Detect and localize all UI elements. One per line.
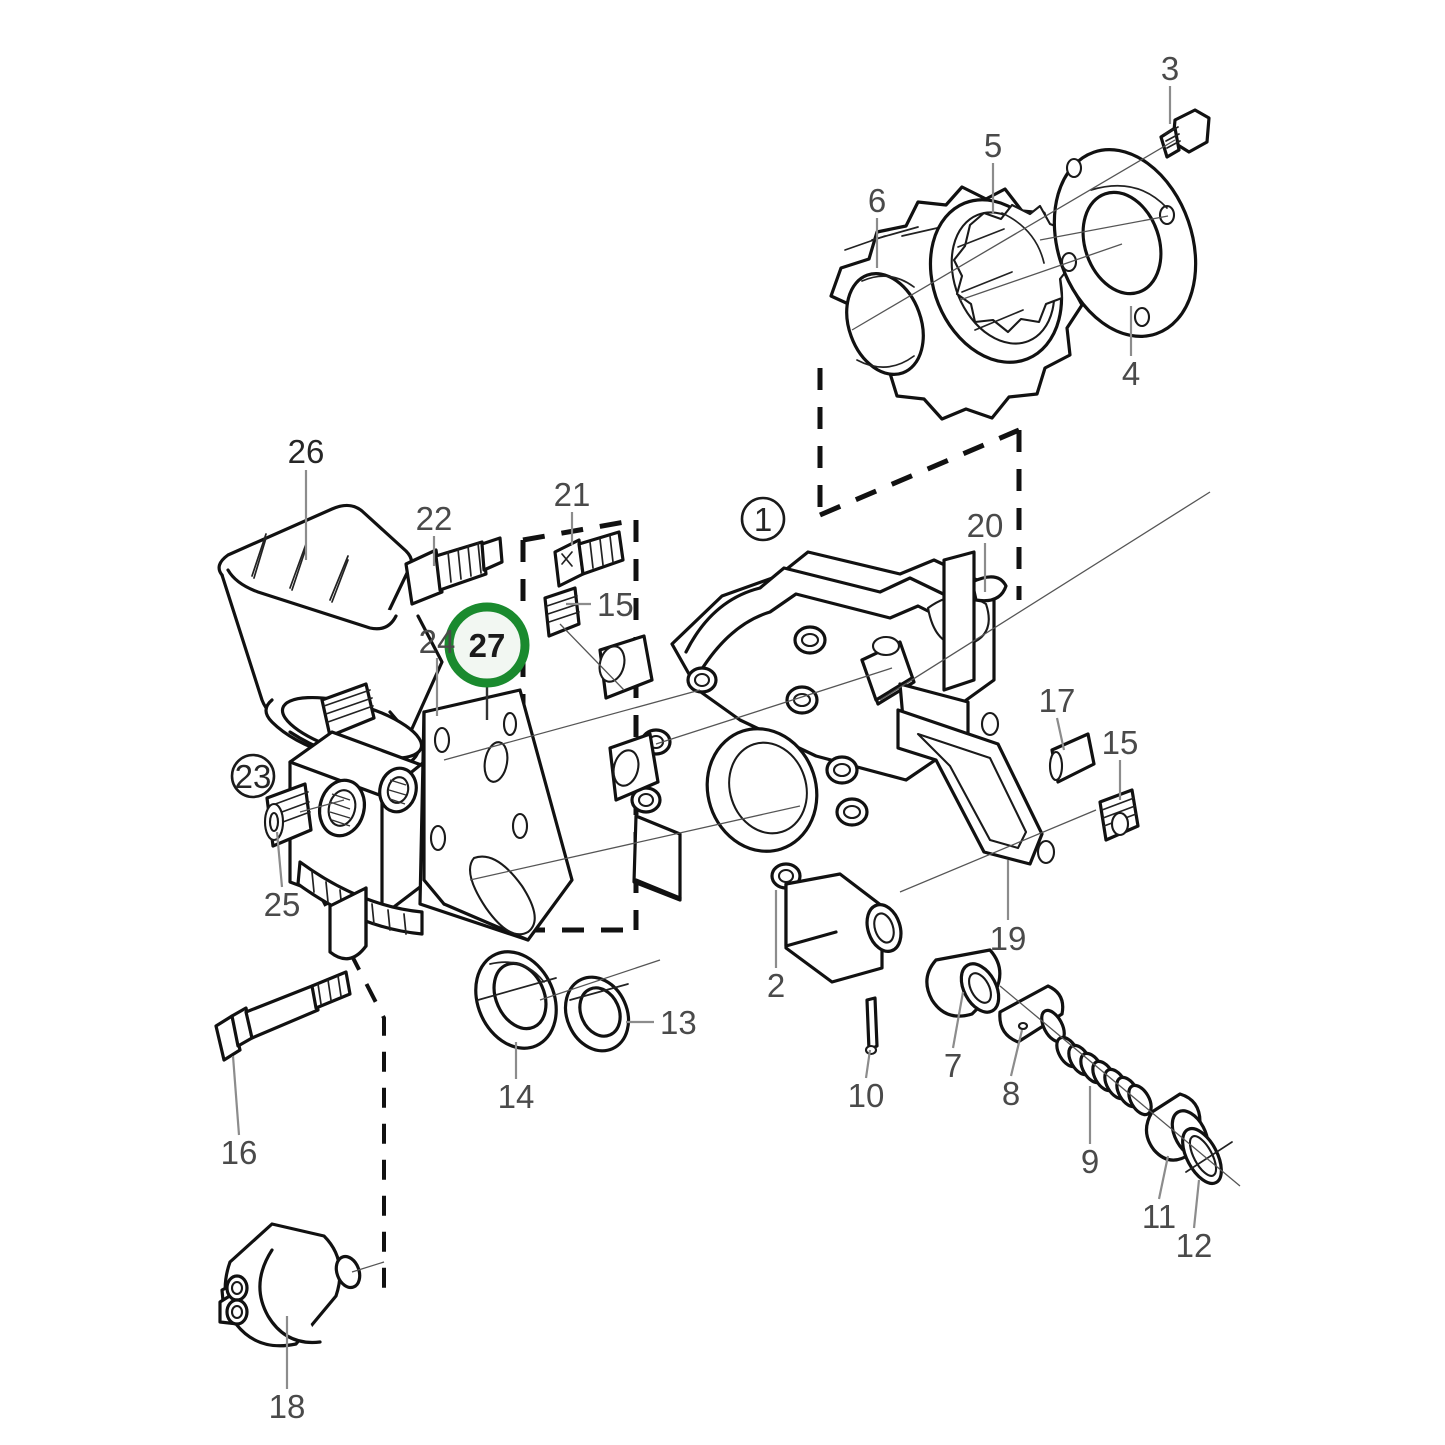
part-relief-valve-plunger <box>998 984 1066 1044</box>
part-filter-mount-gasket <box>418 688 574 942</box>
callout-label-17: 17 <box>1039 682 1076 719</box>
highlight-circle-ring <box>444 602 530 688</box>
callout-label-8: 8 <box>1002 1075 1020 1112</box>
part-roll-pin <box>864 996 879 1056</box>
callout-label-19: 19 <box>990 920 1027 957</box>
part-small-o-ring <box>563 975 631 1053</box>
callout-label-22: 22 <box>416 500 453 537</box>
callout-label-20: 20 <box>967 507 1004 544</box>
part-filter-head-plug <box>263 782 313 848</box>
part-large-o-ring <box>474 950 558 1050</box>
callout-label-1: 1 <box>754 501 772 538</box>
part-oil-pressure-sender <box>218 1222 362 1348</box>
callout-label-26: 26 <box>288 433 325 470</box>
callout-label-21: 21 <box>554 476 591 513</box>
part-pump-bolt-short <box>553 530 625 588</box>
callout-label-27: 27 <box>469 627 506 664</box>
callout-label-5: 5 <box>984 127 1002 164</box>
callout-label-3: 3 <box>1161 50 1179 87</box>
callout-label-6: 6 <box>868 182 886 219</box>
part-threaded-plug-lower <box>1098 788 1140 842</box>
alignment-lines <box>299 139 1241 1273</box>
part-threaded-plug-upper <box>543 586 581 638</box>
callout-label-12: 12 <box>1176 1227 1213 1264</box>
callout-label-10: 10 <box>848 1077 885 1114</box>
part-relief-valve-bore <box>925 948 1002 1018</box>
callout-label-15-upper: 15 <box>597 586 634 623</box>
callout-label-23: 23 <box>235 758 272 795</box>
highlight-circle-fill <box>453 611 521 679</box>
callout-label-16: 16 <box>221 1134 258 1171</box>
callout-label-4: 4 <box>1122 355 1140 392</box>
part-flange-bolt <box>214 970 352 1062</box>
callout-label-18: 18 <box>269 1388 306 1425</box>
callout-label-24: 24 <box>419 623 456 660</box>
callout-ring-23 <box>230 753 276 799</box>
callout-label-13: 13 <box>660 1004 697 1041</box>
callout-label-7: 7 <box>944 1047 962 1084</box>
callout-label-25: 25 <box>264 886 301 923</box>
part-outer-rotor-ring <box>928 198 1073 364</box>
callout-label-9: 9 <box>1081 1143 1099 1180</box>
assembly-dash-box-rotor <box>817 368 1022 600</box>
callout-label-15-lower: 15 <box>1102 724 1139 761</box>
callout-label-2: 2 <box>767 967 785 1004</box>
callout-ring-1 <box>740 496 786 542</box>
callout-label-14: 14 <box>498 1078 535 1115</box>
callout-label-11: 11 <box>1142 1198 1176 1235</box>
part-pump-gasket <box>896 550 1056 866</box>
